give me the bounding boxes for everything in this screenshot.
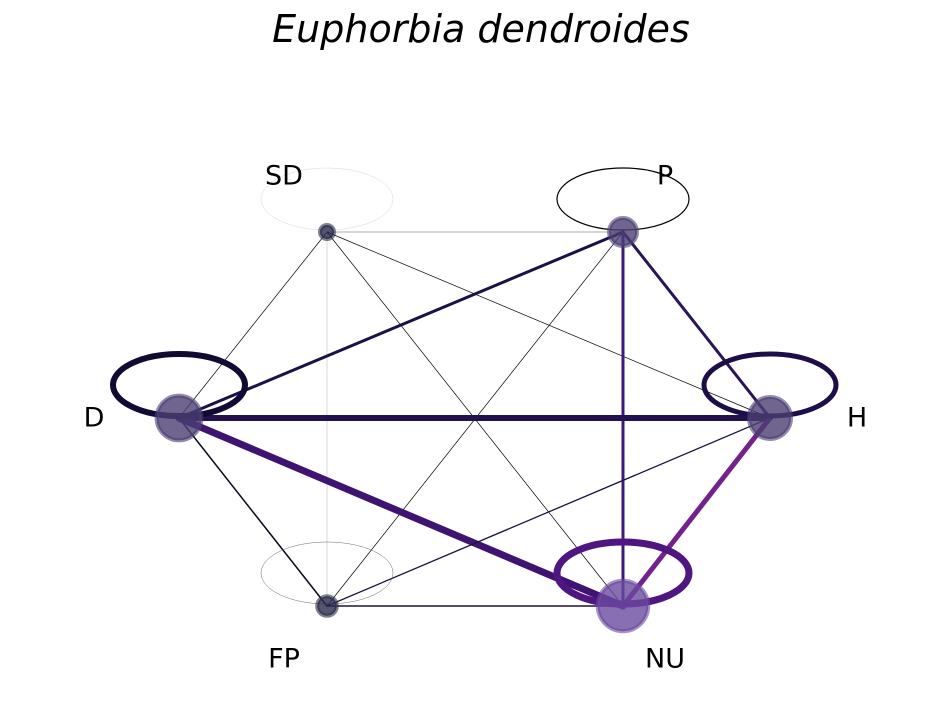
edge-sd-d — [178, 231, 328, 419]
node-label-sd: SD — [265, 161, 303, 192]
diagram-title: Euphorbia dendroides — [272, 7, 690, 51]
node-d — [154, 393, 204, 443]
self-loops-layer — [110, 167, 839, 608]
node-label-d: D — [84, 403, 105, 434]
node-nu — [595, 578, 651, 634]
node-fp — [315, 594, 339, 618]
edge-sd-h — [326, 231, 771, 419]
edges-layer — [175, 230, 773, 610]
node-label-h: H — [847, 403, 867, 434]
node-sd — [318, 223, 336, 241]
node-label-nu: NU — [645, 644, 685, 675]
node-label-p: P — [657, 161, 673, 192]
edge-d-fp — [178, 417, 328, 607]
edge-h-nu — [620, 415, 773, 609]
edge-p-h — [621, 230, 772, 420]
edge-p-d — [177, 230, 625, 420]
node-p — [607, 216, 639, 248]
labels-layer: SD P D H FP NU — [84, 161, 868, 675]
edge-d-nu — [175, 414, 627, 610]
node-label-fp: FP — [268, 644, 300, 675]
node-h — [747, 395, 793, 441]
nodes-layer — [154, 216, 793, 634]
edge-h-fp — [326, 417, 771, 607]
